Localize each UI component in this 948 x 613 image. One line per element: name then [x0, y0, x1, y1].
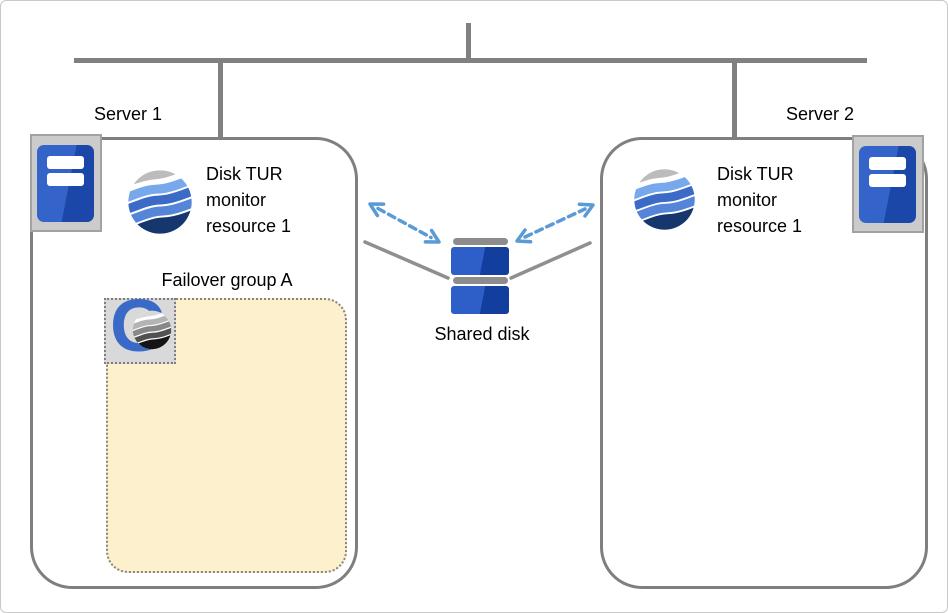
monitor-wave-sphere-icon	[633, 168, 696, 231]
shared-disk-icon	[451, 286, 509, 314]
tower-slot-icon	[869, 174, 906, 187]
group-wave-sphere-icon	[132, 310, 172, 350]
server-tower-icon	[859, 146, 916, 223]
network-stub-line	[466, 23, 471, 63]
server-tower-icon	[37, 145, 94, 222]
monitor-wave-sphere-icon	[127, 169, 193, 235]
server1-monitor-label: Disk TUR monitor resource 1	[206, 164, 292, 236]
server2-computer-icon	[852, 135, 924, 233]
shared-disk-icon	[451, 247, 509, 275]
failover-group-box	[106, 298, 347, 573]
san-link-line-right	[509, 241, 592, 280]
tower-slot-icon	[47, 173, 84, 186]
tower-slot-icon	[869, 157, 906, 170]
failover-group-label: Failover group A	[161, 270, 293, 290]
tower-slot-icon	[47, 156, 84, 169]
shared-disk-icon	[453, 238, 508, 245]
failover-group-icon: G	[104, 289, 176, 364]
server2-drop-line	[732, 63, 737, 139]
server1-drop-line	[218, 63, 223, 139]
shared-disk-label: Shared disk	[434, 324, 530, 344]
network-backbone-line	[74, 58, 867, 63]
server2-label: Server 2	[786, 104, 855, 124]
shared-disk-icon	[453, 277, 508, 284]
server1-label: Server 1	[94, 104, 163, 124]
access-arrow-right	[515, 202, 595, 244]
server2-monitor-label: Disk TUR monitor resource 1	[717, 164, 803, 236]
san-link-line-left	[363, 240, 450, 280]
server1-computer-icon	[30, 134, 102, 232]
access-arrow-left	[368, 202, 441, 244]
